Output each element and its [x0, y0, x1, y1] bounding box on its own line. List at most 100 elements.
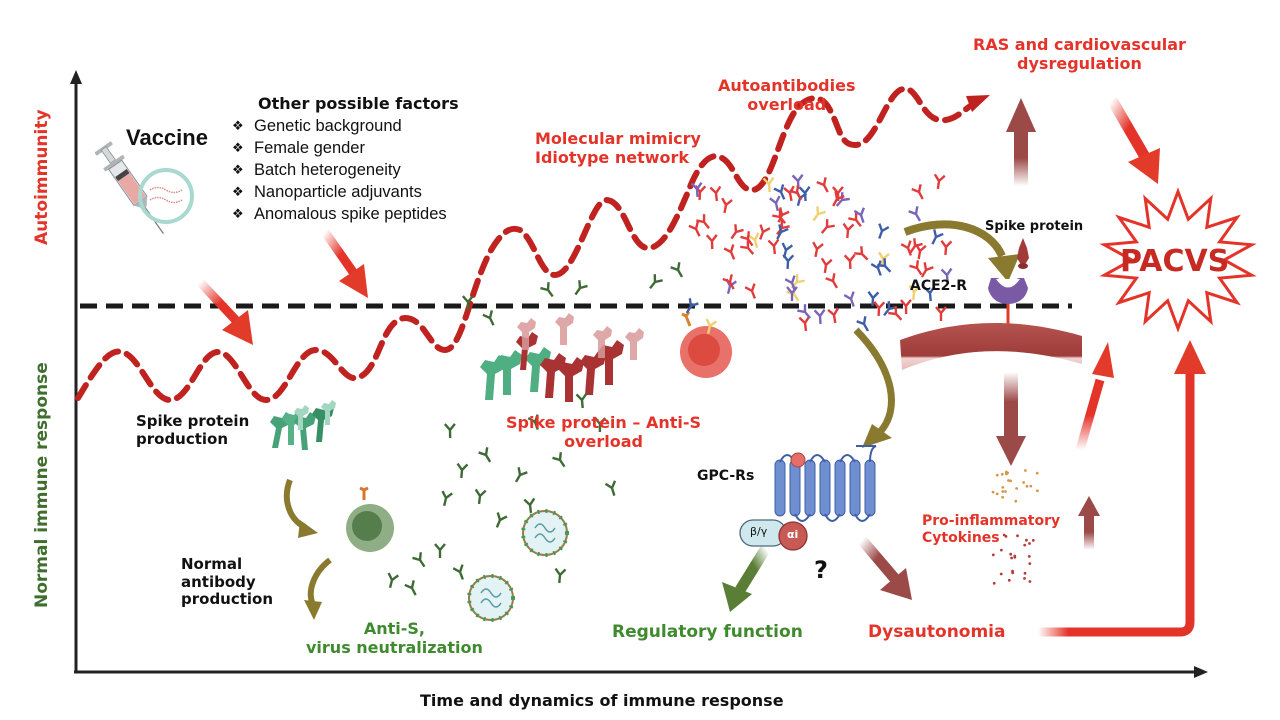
antibody-icon	[723, 244, 736, 260]
antibody-icon	[552, 452, 566, 468]
cytokine-dot	[1031, 539, 1035, 542]
cytokine-dot	[1023, 577, 1026, 580]
antibody-icon	[721, 197, 733, 214]
alpha-i-subunit	[778, 521, 808, 551]
antibody-icon	[478, 447, 492, 463]
virus-icon	[521, 509, 569, 557]
antibody-icon	[514, 467, 528, 483]
bullet-icon: ❖	[232, 162, 244, 177]
antibody-icon	[856, 316, 870, 332]
x-axis-label: Time and dynamics of immune response	[420, 691, 784, 710]
antibody-icon	[540, 282, 554, 298]
vaccine-arrow	[196, 278, 253, 345]
other-factors-title: Other possible factors	[258, 94, 459, 113]
cytokine-dot	[1035, 471, 1039, 475]
olive-arrow-anti-s	[304, 557, 332, 620]
antibody-icon	[816, 177, 829, 193]
antibody-icon	[482, 310, 495, 326]
b-cell-green	[346, 486, 394, 552]
bullet-icon: ❖	[232, 140, 244, 155]
antibody-icon	[854, 246, 869, 261]
antibody-icon	[935, 306, 947, 321]
cytokine-dot	[1007, 479, 1010, 482]
cytokine-dot	[1024, 469, 1027, 472]
antibody-icon	[441, 490, 453, 507]
ras-dysregulation-label: RAS and cardiovascular dysregulation	[973, 35, 1186, 73]
antibody-icon	[812, 206, 826, 222]
antibody-icon	[820, 219, 835, 234]
cytokine-dot	[991, 553, 995, 557]
antibody-icon	[909, 238, 923, 254]
antibody-icon	[649, 274, 663, 290]
cytokine-dot	[1027, 555, 1031, 558]
cytokine-dot	[1036, 489, 1039, 493]
ace2-receptor-icon	[988, 278, 1028, 328]
antibody-icon	[813, 308, 826, 325]
antibody-icon	[877, 258, 892, 273]
autoantibodies-overload-label: Autoantibodies overload	[718, 76, 856, 114]
antibody-icon	[783, 185, 795, 202]
factor-item: ❖Batch heterogeneity	[232, 161, 401, 179]
cytokine-dot	[1025, 484, 1029, 488]
spike-protein-overload-cluster	[480, 313, 644, 402]
antibody-icon	[873, 301, 886, 317]
spike-protein-cluster-green	[270, 400, 336, 450]
b-cell-red	[680, 311, 732, 378]
wave-arrowhead	[966, 95, 990, 112]
antibody-icon	[923, 285, 936, 302]
vaccine-title: Vaccine	[126, 125, 208, 150]
spike-protein-icon	[1017, 238, 1029, 269]
antibody-icon	[523, 497, 536, 514]
maroon-arrow-dysautonomia	[857, 536, 912, 600]
antibody-icon	[705, 318, 718, 335]
antibody-icon	[434, 543, 446, 558]
antibody-icon	[878, 223, 890, 239]
antibody-icon	[900, 240, 912, 256]
olive-arrow-to-ace2	[903, 220, 1020, 282]
pacvs-starburst	[1099, 187, 1257, 333]
immune-response-wave	[75, 85, 978, 404]
antibody-icon	[722, 274, 735, 290]
antibody-icon	[773, 184, 786, 200]
cytokine-dot	[1001, 490, 1005, 493]
maroon-arrow-up-from-cytokines	[1078, 496, 1100, 550]
antibody-icon	[747, 232, 760, 249]
antibody-icon	[825, 273, 839, 289]
antibody-icon	[452, 564, 464, 580]
alpha-i-label: αi	[787, 528, 799, 541]
antibody-icon	[575, 392, 588, 409]
cytokine-dot	[1004, 490, 1007, 493]
regulatory-function-label: Regulatory function	[612, 622, 803, 642]
cytokine-dot	[1000, 472, 1004, 476]
gpcr-receptor-icon	[739, 445, 877, 551]
cytokine-dot	[1009, 552, 1013, 556]
pacvs-label: PACVS	[1120, 244, 1230, 279]
y-axis-label-normal-response: Normal immune response	[32, 362, 52, 608]
antibody-icon	[908, 284, 921, 301]
olive-arrow-production	[283, 478, 318, 538]
antibody-icon	[604, 480, 617, 497]
cytokines-label: Pro-inflammatory Cytokines	[922, 513, 1061, 546]
maroon-arrow-up-ras	[1006, 98, 1036, 186]
vaccine-mrna-icon	[138, 168, 194, 224]
antibody-icon	[842, 222, 855, 239]
antibody-icon	[456, 462, 469, 479]
antibody-icon	[670, 262, 684, 278]
cytokine-dot	[1028, 562, 1032, 565]
cytokine-particles	[991, 469, 1039, 585]
antibody-icon	[685, 298, 699, 314]
antibody-icon	[705, 234, 718, 250]
antibody-icon	[843, 291, 855, 307]
cytokine-dot	[1001, 486, 1005, 489]
red-arrow-ras-to-pacvs	[1107, 97, 1160, 184]
bullet-icon: ❖	[232, 118, 244, 133]
antibody-icon	[740, 231, 754, 247]
cytokine-dot	[995, 473, 999, 477]
cytokine-dot	[992, 581, 996, 585]
antibody-icon	[832, 191, 845, 207]
antibody-icon	[495, 512, 508, 528]
factor-item: ❖Female gender	[232, 139, 365, 157]
y-axis-arrowhead	[70, 70, 82, 84]
red-arrow-dysautonomia-to-pacvs	[1038, 340, 1206, 637]
cytokine-dot	[1011, 569, 1014, 573]
